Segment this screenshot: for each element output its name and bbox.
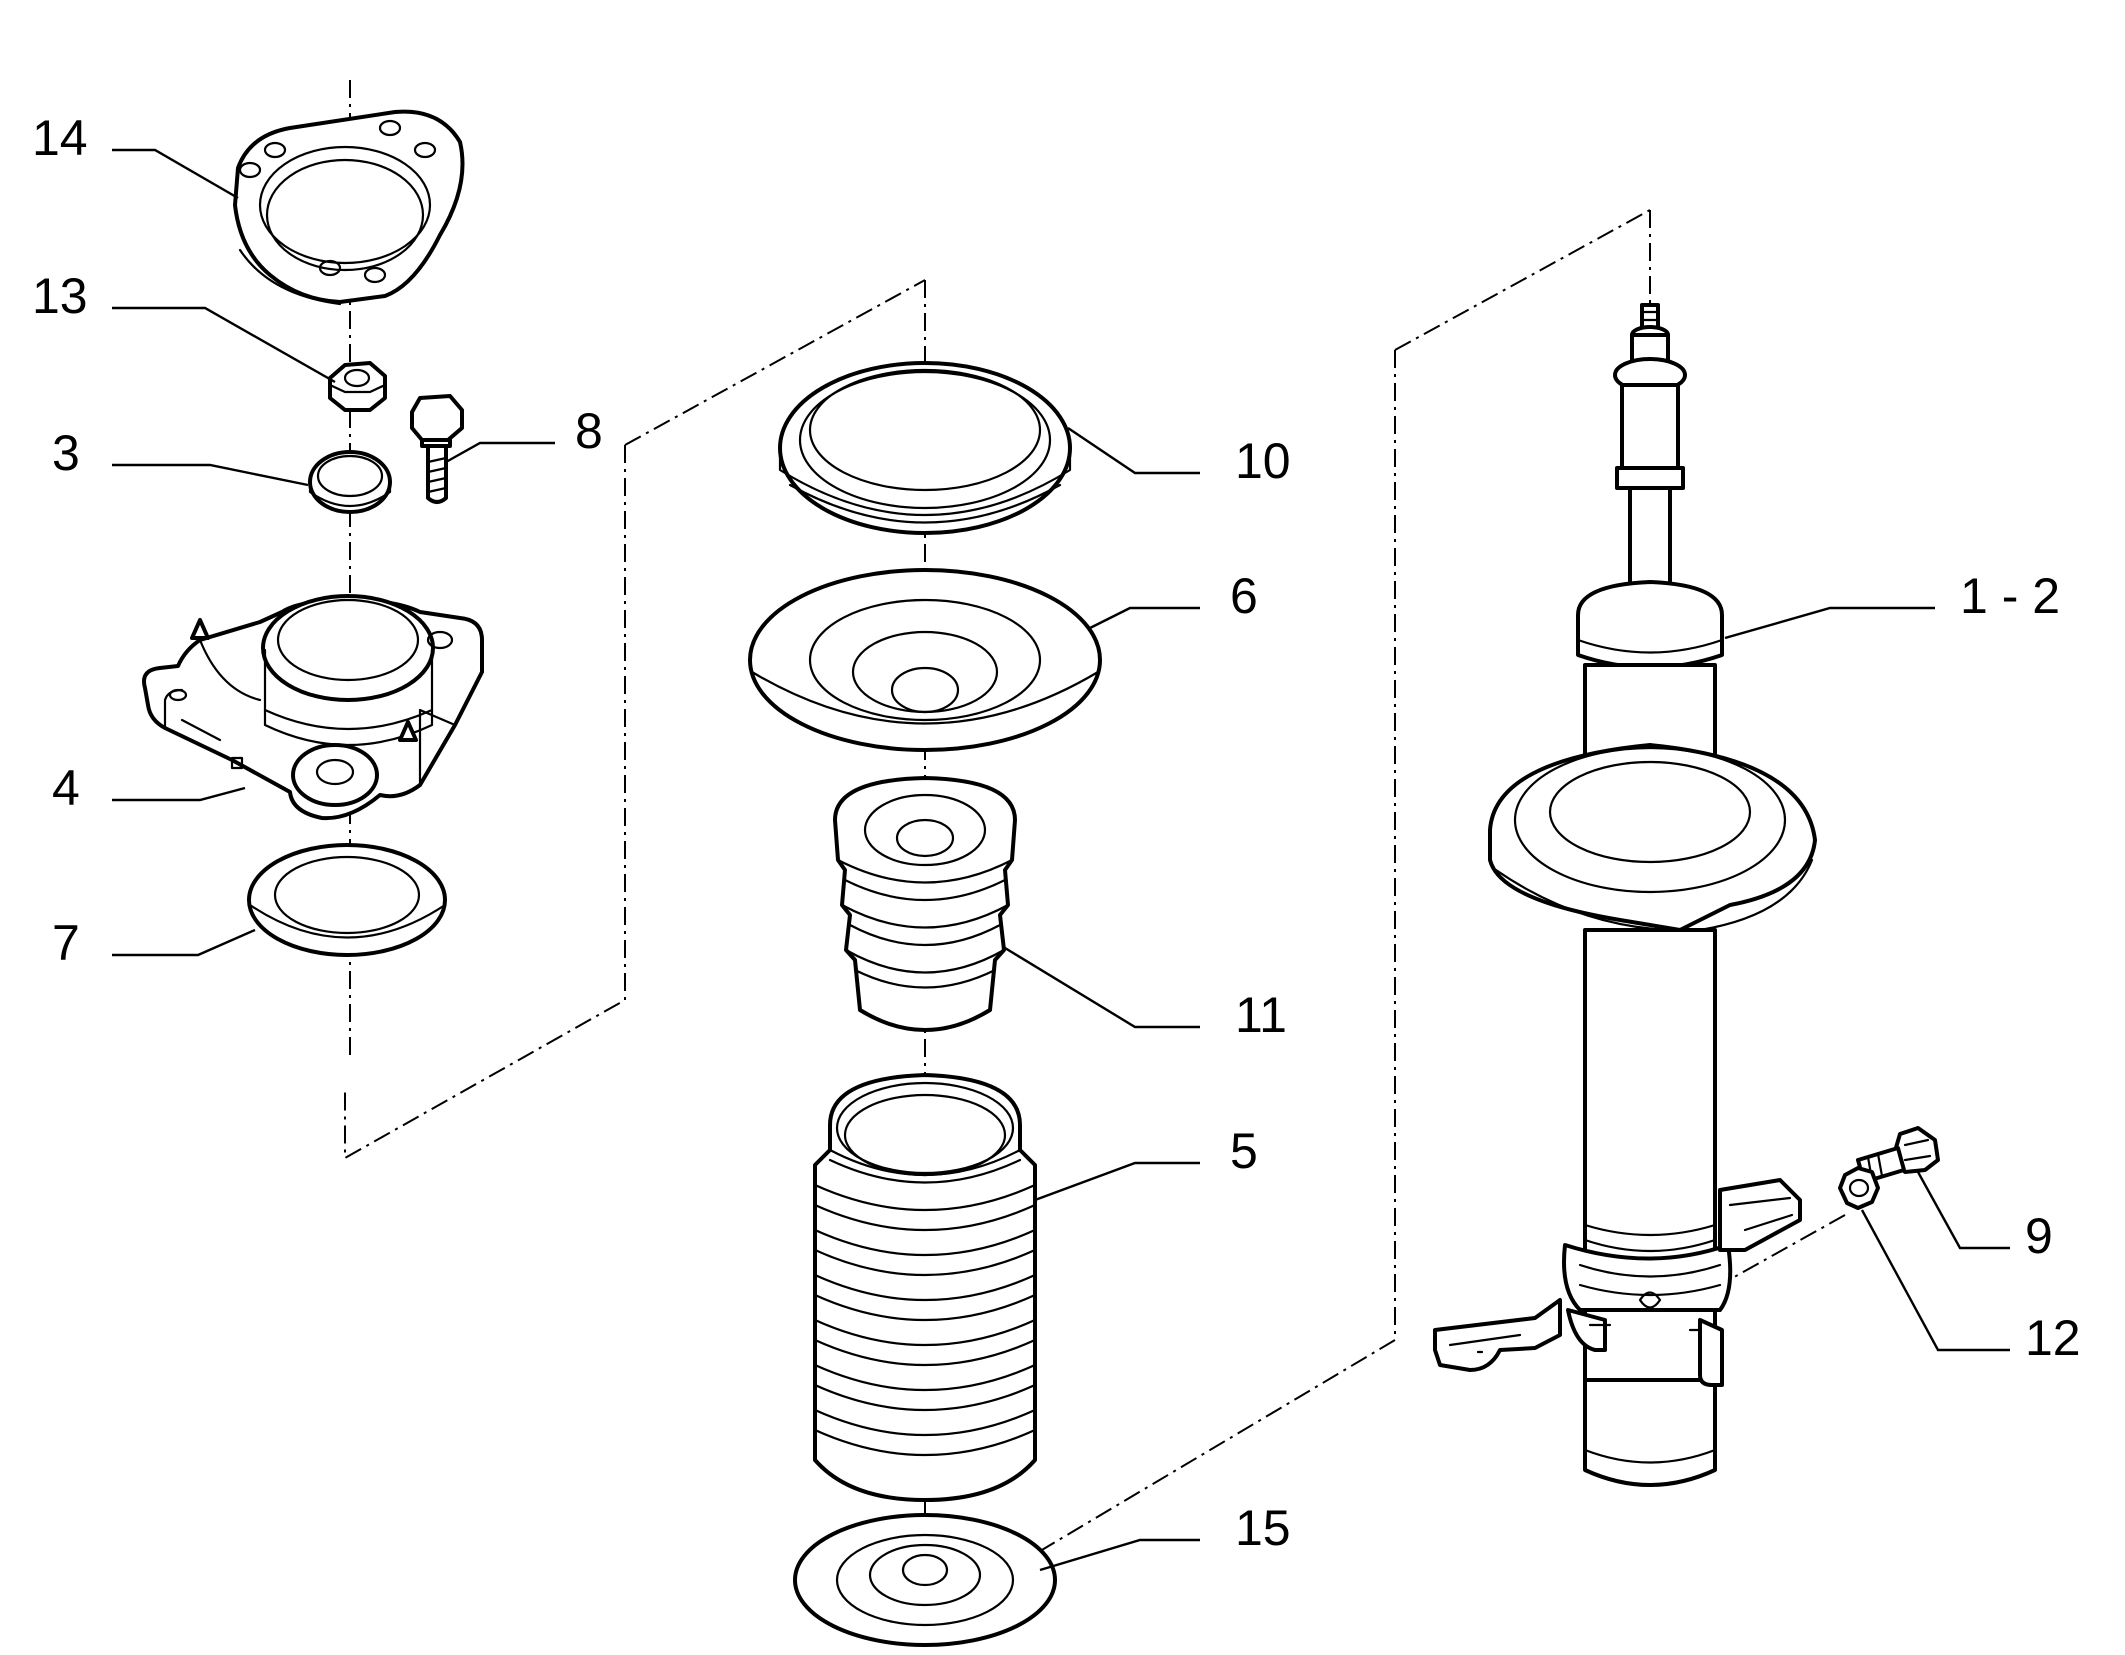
leader-9 xyxy=(1916,1171,2010,1250)
leader-11 xyxy=(1004,946,1200,1029)
leader-lines xyxy=(112,148,2010,1572)
leader-1-2 xyxy=(1724,606,1935,640)
callout-1-2: 1 - 2 xyxy=(1960,568,2060,624)
callout-11: 11 xyxy=(1235,987,1287,1043)
callout-9: 9 xyxy=(2025,1208,2053,1264)
washer-7 xyxy=(247,843,447,957)
callout-15: 15 xyxy=(1235,1500,1291,1556)
leader-5 xyxy=(1034,1161,1200,1202)
spring-seat-10 xyxy=(778,361,1072,535)
axis-bolt xyxy=(1719,1214,1846,1286)
leader-13 xyxy=(112,306,336,384)
bolt-8 xyxy=(410,394,464,504)
nut-12 xyxy=(1838,1166,1880,1210)
nut-13 xyxy=(328,361,387,412)
shock-absorber-1-2 xyxy=(1433,303,1817,1487)
strut-mount-plate xyxy=(233,109,465,306)
callout-5: 5 xyxy=(1230,1123,1258,1179)
dish-6 xyxy=(748,568,1102,752)
upper-mount-4 xyxy=(142,594,484,821)
dust-boot-5 xyxy=(813,1073,1037,1502)
callout-10: 10 xyxy=(1235,433,1291,489)
leader-7 xyxy=(112,928,256,957)
leader-14 xyxy=(112,148,239,200)
washer-15 xyxy=(793,1513,1057,1647)
leader-4 xyxy=(112,786,246,802)
callout-3: 3 xyxy=(52,425,80,481)
leader-10 xyxy=(1067,427,1200,475)
bump-stop-11 xyxy=(833,776,1017,1032)
callout-7: 7 xyxy=(52,915,80,971)
callout-13: 13 xyxy=(32,268,88,324)
callout-labels: 14 13 3 8 4 7 10 6 11 5 15 1 - 2 9 12 xyxy=(32,110,2081,1556)
callout-6: 6 xyxy=(1230,568,1258,624)
ring-3 xyxy=(308,450,392,514)
leader-6 xyxy=(1089,606,1200,630)
callout-14: 14 xyxy=(32,110,88,166)
left-group-boundary xyxy=(344,279,926,1160)
callout-8: 8 xyxy=(575,403,603,459)
right-group-boundary xyxy=(1024,209,1651,1561)
leader-15 xyxy=(1039,1538,1200,1572)
leader-3 xyxy=(112,463,309,487)
leader-8 xyxy=(445,441,555,464)
callout-4: 4 xyxy=(52,760,80,816)
callout-12: 12 xyxy=(2025,1310,2081,1366)
leader-12 xyxy=(1860,1209,2010,1352)
